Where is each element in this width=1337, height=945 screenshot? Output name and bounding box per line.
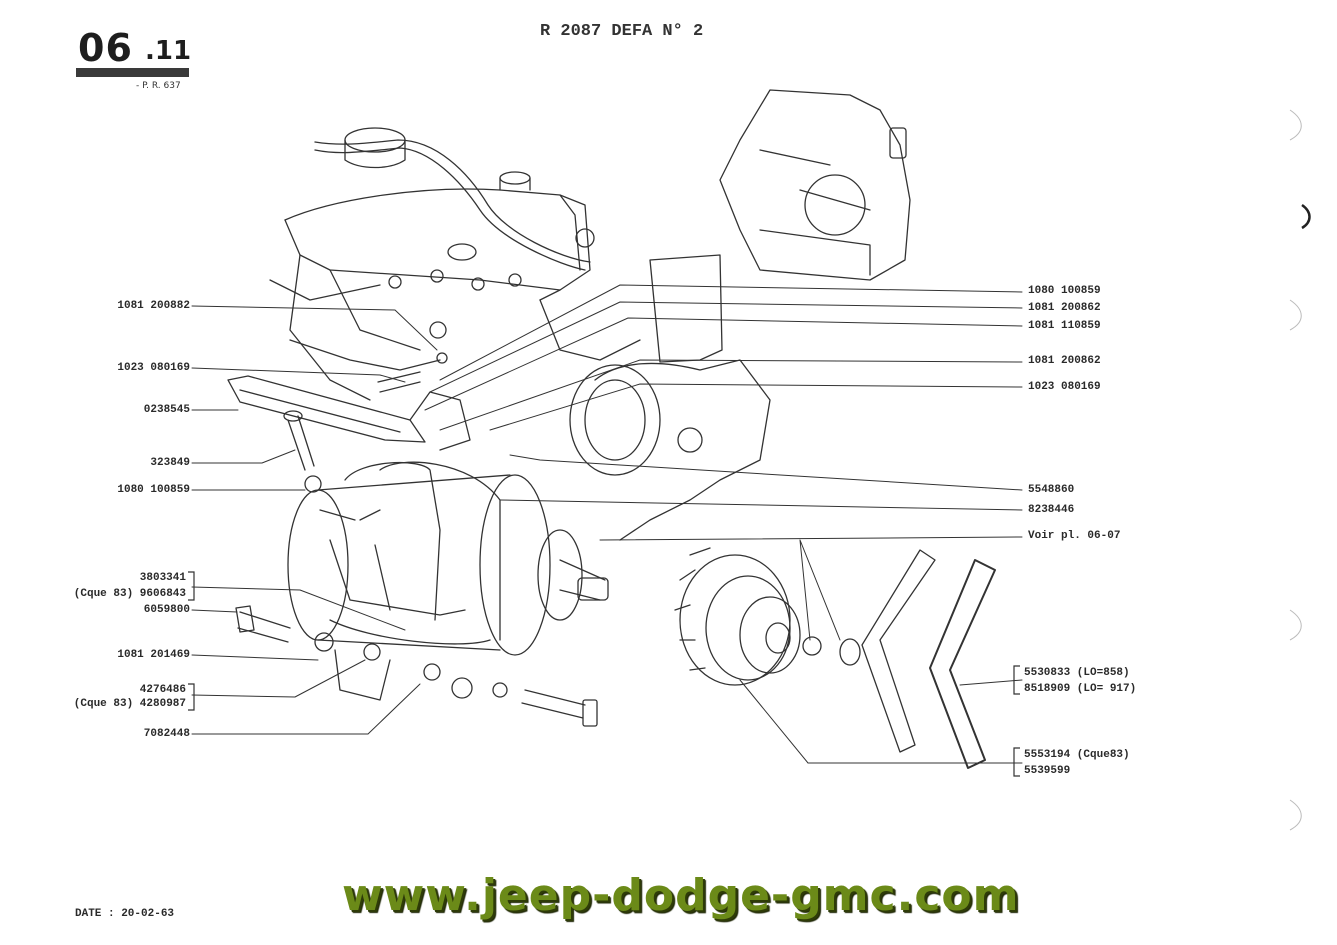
part-label: 4276486	[139, 684, 186, 696]
leader-lines	[191, 284, 1023, 764]
pulley	[674, 547, 861, 686]
part-label: 1080 100859	[1028, 285, 1101, 297]
part-label: 1081 200862	[1028, 355, 1101, 367]
adjusting-bolt	[283, 321, 448, 493]
page-number: 06	[78, 26, 133, 70]
part-label: 6059800	[143, 604, 190, 616]
page-title: R 2087 DEFA N° 2	[540, 22, 704, 41]
generator	[287, 461, 609, 656]
cross-reference-label: Voir pl. 06-07	[1028, 530, 1121, 542]
part-label: 5548860	[1028, 484, 1075, 496]
date-stamp: DATE : 20-02-63	[75, 908, 175, 920]
part-label: 323849	[150, 457, 190, 469]
plate-reference: - P. R. 637	[136, 81, 181, 91]
part-label: (Cque 83) 9606843	[73, 588, 186, 600]
website-watermark: www.jeep-dodge-gmc.com	[342, 870, 1020, 921]
bracket	[227, 375, 471, 451]
part-label: 8518909 (LO= 917)	[1024, 683, 1137, 695]
part-label: 5530833 (LO=858)	[1024, 667, 1130, 679]
page-number-underline	[76, 68, 189, 77]
engine-block	[269, 127, 771, 541]
part-label: 8238446	[1028, 504, 1075, 516]
part-label: 5553194 (Cque83)	[1024, 749, 1130, 761]
part-label: 1081 200882	[117, 300, 190, 312]
part-label: 1023 080169	[117, 362, 190, 374]
part-label: 1081 110859	[1028, 320, 1101, 332]
part-label: 1023 080169	[1028, 381, 1101, 393]
fan-belts	[861, 549, 996, 769]
part-label: 1080 100859	[117, 484, 190, 496]
engine-inset	[719, 89, 911, 281]
page-subnumber: .11	[145, 36, 192, 66]
part-label: 0238545	[143, 404, 190, 416]
part-label: (Cque 83) 4280987	[73, 698, 186, 710]
part-label: 7082448	[143, 728, 190, 740]
part-label: 3803341	[139, 572, 186, 584]
part-label: 1081 201469	[117, 649, 190, 661]
part-label: 5539599	[1024, 765, 1071, 777]
lower-mount	[235, 605, 598, 727]
part-label: 1081 200862	[1028, 302, 1101, 314]
